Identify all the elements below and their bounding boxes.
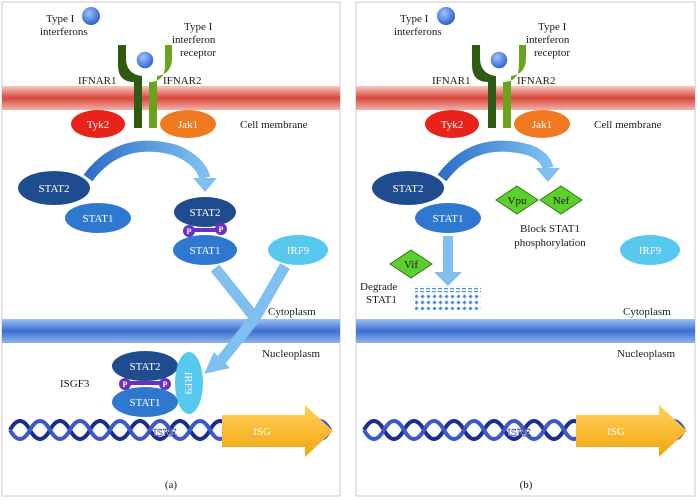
ifnar2-label: IFNAR2: [163, 75, 202, 87]
panel-b-caption: (b): [520, 479, 533, 491]
isg-arrow: [222, 405, 333, 457]
interferon-ball: [82, 7, 100, 25]
vif-diamond: [389, 249, 433, 279]
receptor-label-1: Type I: [538, 21, 567, 33]
irf9-shape: [620, 235, 680, 265]
nuclear-membrane-bar: [356, 319, 695, 343]
stat1-label: STAT1: [83, 213, 114, 225]
translocation-arrow: [204, 263, 290, 374]
receptor-label-3: receptor: [180, 47, 216, 59]
block-label-2: phosphorylation: [514, 237, 586, 249]
phospho-p-label: P: [187, 227, 192, 236]
ifnar2-label: IFNAR2: [517, 75, 556, 87]
cell-membrane-label: Cell membrane: [240, 119, 308, 131]
phosphorylation-arrowhead: [536, 168, 560, 182]
stat2-label: STAT2: [39, 183, 70, 195]
block-label-1: Block STAT1: [520, 223, 580, 235]
vpu-label: Vpu: [508, 195, 527, 207]
cytoplasm-label: Cytoplasm: [268, 306, 316, 318]
jak1-shape: [160, 110, 216, 138]
isgf3-irf9-label: IRF9: [182, 372, 194, 395]
isg-arrow: [576, 405, 687, 457]
panel-a-caption: (a): [165, 479, 178, 491]
stat1-label: STAT1: [433, 213, 464, 225]
cell-membrane-label: Cell membrane: [594, 119, 662, 131]
degrade-arrowhead: [434, 272, 462, 286]
stat1-shape: [415, 203, 481, 233]
interferons-label-1: Type I: [46, 13, 75, 25]
vif-label: Vif: [404, 259, 418, 271]
nucleoplasm-label: Nucleoplasm: [617, 348, 675, 360]
nuclear-membrane-bar: [2, 319, 340, 343]
degrade-label-1: Degrade: [360, 281, 397, 293]
receptor-label-3: receptor: [534, 47, 570, 59]
stat2-shape: [18, 171, 90, 205]
jak1-shape: [514, 110, 570, 138]
phosphorylation-arrowhead: [193, 178, 217, 192]
degrade-label-2: STAT1: [366, 294, 397, 306]
cell-membrane-bar: [2, 86, 340, 110]
isg-label: ISG: [253, 426, 271, 438]
cytoplasm-label: Cytoplasm: [623, 306, 671, 318]
interferons-label-1: Type I: [400, 13, 429, 25]
isg-label: ISG: [607, 426, 625, 438]
isre-label: ISRE: [153, 427, 177, 439]
isgf3-p-label: P: [123, 380, 128, 389]
receptor-label-2: interferon: [526, 34, 570, 46]
ifnar1-label: IFNAR1: [78, 75, 117, 87]
receptor-label-1: Type I: [184, 21, 213, 33]
phosphorylation-arrow: [83, 140, 211, 182]
ifnar1-label: IFNAR1: [432, 75, 471, 87]
nef-label: Nef: [553, 195, 570, 207]
panel-b-frame: [355, 1, 696, 497]
irf9-label: IRF9: [287, 245, 310, 257]
stat1-shape: [65, 203, 131, 233]
vpu-diamond: [495, 185, 539, 215]
degrade-arrow-shaft: [443, 236, 453, 274]
isgf3-p-label: P: [163, 380, 168, 389]
tyk2-shape: [425, 110, 479, 138]
isgf3-stat2-label: STAT2: [130, 361, 161, 373]
panel-a: Type I interferons Type I interferon rec…: [1, 1, 341, 497]
isgf3-complex: STAT2 P P STAT1 IRF9: [112, 351, 203, 417]
interferons-label-2: interferons: [40, 26, 88, 38]
dimer-stat2-label: STAT2: [190, 207, 221, 219]
tyk2-shape: [71, 110, 125, 138]
interferon-ball: [437, 7, 455, 25]
jak1-label: Jak1: [532, 119, 552, 131]
phosphorylation-arrow: [437, 140, 554, 182]
panel-a-frame: [1, 1, 341, 497]
ifn-receptor: [118, 45, 172, 128]
irf9-shape: [268, 235, 328, 265]
irf9-label: IRF9: [639, 245, 662, 257]
phospho-dimer: STAT2 P P STAT1: [173, 197, 237, 265]
stat2-label: STAT2: [393, 183, 424, 195]
isgf3-stat1-label: STAT1: [130, 397, 161, 409]
panel-b: Type I interferons Type I interferon rec…: [355, 1, 696, 497]
cell-membrane-bar: [356, 86, 695, 110]
nucleoplasm-label: Nucleoplasm: [262, 348, 320, 360]
jak1-label: Jak1: [178, 119, 198, 131]
ifn-receptor: [472, 45, 526, 128]
receptor-label-2: interferon: [172, 34, 216, 46]
degraded-fragments-dots: [415, 294, 481, 310]
degraded-fragments-lines: [415, 286, 481, 293]
dimer-stat1-label: STAT1: [190, 245, 221, 257]
tyk2-label: Tyk2: [441, 119, 463, 131]
phospho-p-label: P: [219, 225, 224, 234]
isgf3-label: ISGF3: [60, 378, 90, 390]
tyk2-label: Tyk2: [87, 119, 109, 131]
interferons-label-2: interferons: [394, 26, 442, 38]
nef-diamond: [539, 185, 583, 215]
isre-label: ISRE: [507, 427, 531, 439]
stat2-shape: [372, 171, 444, 205]
